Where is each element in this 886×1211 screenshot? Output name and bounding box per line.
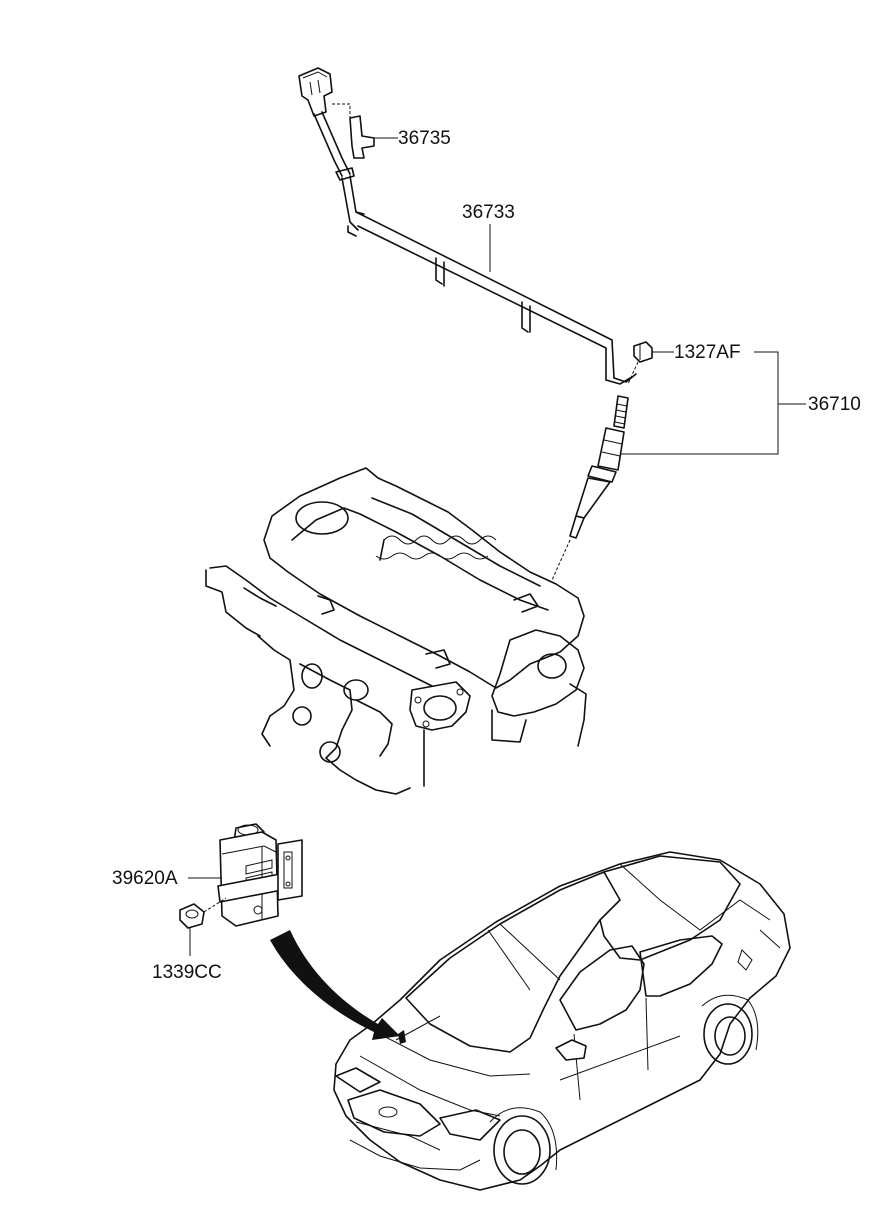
glow-control-unit[interactable] (217, 823, 303, 927)
label-36733: 36733 (462, 202, 515, 223)
leader-36710 (612, 351, 806, 455)
cylinder-head (205, 467, 587, 795)
bracket-36735[interactable] (332, 103, 375, 159)
label-36735: 36735 (398, 128, 451, 149)
label-1339CC: 1339CC (152, 962, 222, 983)
glow-plug[interactable] (551, 395, 629, 581)
label-36710: 36710 (808, 394, 861, 415)
car-illustration (333, 851, 791, 1191)
label-1327AF: 1327AF (674, 342, 741, 363)
nut-1339CC[interactable] (179, 897, 227, 929)
location-arrow (270, 930, 400, 1040)
nut-1327AF[interactable] (627, 341, 653, 385)
wiring-harness[interactable] (298, 67, 637, 385)
label-39620A: 39620A (112, 868, 178, 889)
